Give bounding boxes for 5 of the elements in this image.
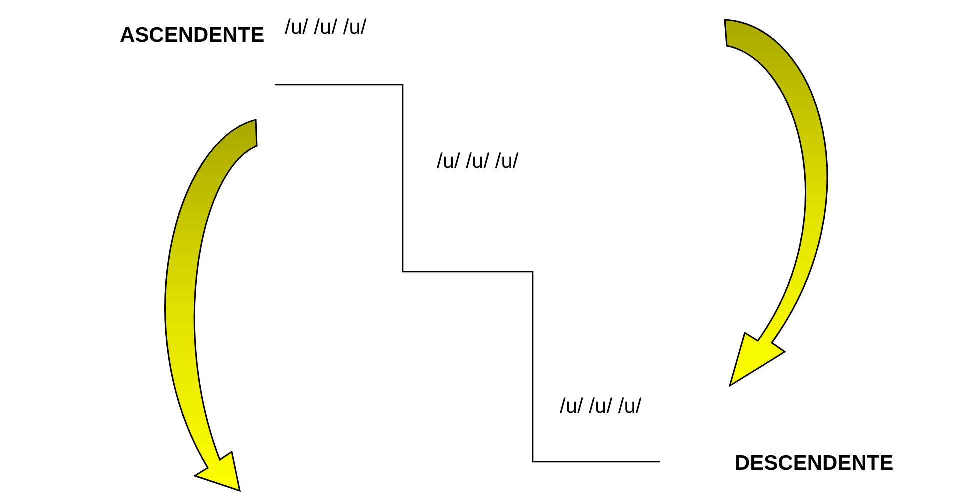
phoneme-label: /u/ /u/ /u/	[437, 150, 519, 174]
phoneme-label: /u/ /u/ /u/	[285, 16, 367, 40]
stair-label: DESCENDENTE	[735, 452, 894, 476]
stair-label: ASCENDENTE	[120, 24, 265, 48]
phoneme-label: /u/ /u/ /u/	[560, 395, 642, 419]
